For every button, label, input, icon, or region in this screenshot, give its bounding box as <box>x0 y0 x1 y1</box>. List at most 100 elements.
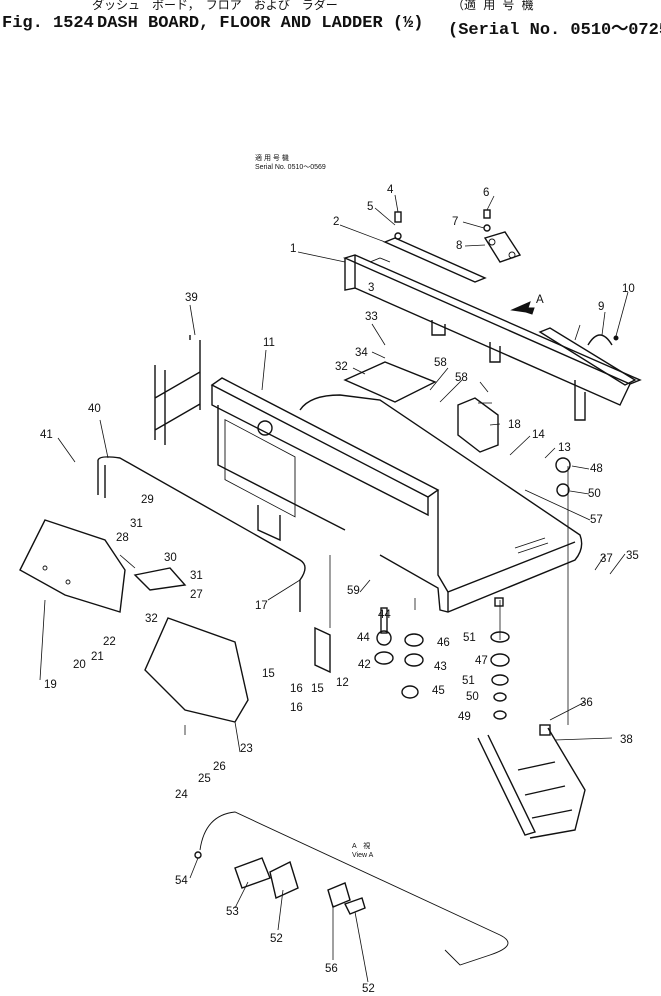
callout-20: 20 <box>73 659 86 671</box>
ladder-40 <box>477 724 586 839</box>
callout-15: 15 <box>262 668 275 680</box>
callout-36: 36 <box>580 697 593 709</box>
figure-number: Fig. 1524 <box>2 14 94 33</box>
callout-40: 40 <box>88 403 101 415</box>
callout-43: 43 <box>434 661 447 673</box>
callout-45: 45 <box>432 685 445 697</box>
callout-54: 54 <box>175 875 188 887</box>
side-cover-21 <box>19 519 126 613</box>
handle-9 <box>587 334 613 346</box>
callout-51: 51 <box>462 675 475 687</box>
callout-4: 4 <box>387 184 394 196</box>
dash-board-panel <box>210 377 440 542</box>
callout-25: 25 <box>198 773 211 785</box>
callout-37: 37 <box>600 553 613 565</box>
callout-39: 39 <box>185 292 198 304</box>
mount-stack-right <box>490 457 571 720</box>
callout-47: 47 <box>475 655 488 667</box>
callout-41: 41 <box>40 429 53 441</box>
callout-16: 16 <box>290 683 303 695</box>
callout-9: 9 <box>598 301 604 313</box>
callout-21: 21 <box>91 651 104 663</box>
rail-2 <box>383 237 487 283</box>
plate-29 <box>133 567 187 591</box>
japanese-serial-heading: （適 用 号 機 <box>452 0 534 13</box>
callout-7: 7 <box>452 216 458 228</box>
callout-26: 26 <box>213 761 226 773</box>
callout-33: 33 <box>365 311 378 323</box>
bracket-plate-6 <box>483 231 522 263</box>
leader-lines <box>39 194 629 983</box>
small-ladder-41 <box>154 335 201 445</box>
callout-3: 3 <box>368 282 374 294</box>
callout-51: 51 <box>463 632 476 644</box>
callout-19: 19 <box>44 679 57 691</box>
callout-15: 15 <box>311 683 324 695</box>
callout-14: 14 <box>532 429 545 441</box>
callout-11: 11 <box>263 337 275 349</box>
callout-32: 32 <box>335 361 348 373</box>
callout-58: 58 <box>455 372 468 384</box>
view-a-arrow <box>510 301 535 315</box>
callout-44: 44 <box>357 632 370 644</box>
callout-29: 29 <box>141 494 154 506</box>
view-heading: A 視 <box>352 841 370 850</box>
view-label: View A <box>352 852 374 859</box>
callout-48: 48 <box>590 463 603 475</box>
callout-28: 28 <box>116 532 129 544</box>
callout-16: 16 <box>290 702 303 714</box>
callout-35: 35 <box>626 550 639 562</box>
callout-52: 52 <box>270 933 283 945</box>
callout-59: 59 <box>347 585 360 597</box>
callout-6: 6 <box>483 187 489 199</box>
callout-13: 13 <box>558 442 571 454</box>
callout-56: 56 <box>325 963 338 975</box>
callout-12: 12 <box>336 677 349 689</box>
callout-58: 58 <box>434 357 447 369</box>
callout-30: 30 <box>164 552 177 564</box>
callout-10: 10 <box>622 283 635 295</box>
callout-27: 27 <box>190 589 203 601</box>
callout-1: 1 <box>290 243 296 255</box>
bracket-12 <box>314 626 331 674</box>
serial-note-heading: 適 用 号 機 <box>255 153 289 162</box>
serial-range: (Serial No. 0510～0725) <box>448 21 661 40</box>
callout-labels: 1234567891011121314151516161718192021222… <box>40 184 639 995</box>
callout-44: 44 <box>378 609 391 621</box>
callout-46: 46 <box>437 637 450 649</box>
side-rail-3 <box>538 327 637 386</box>
callout-38: 38 <box>620 734 633 746</box>
view-a-detail <box>194 811 509 966</box>
callout-8: 8 <box>456 240 462 252</box>
callout-42: 42 <box>358 659 371 671</box>
callout-49: 49 <box>458 711 471 723</box>
callout-24: 24 <box>175 789 188 801</box>
arrow-a-label: A <box>536 294 544 306</box>
callout-53: 53 <box>226 906 239 918</box>
callout-23: 23 <box>240 743 253 755</box>
callout-2: 2 <box>333 216 339 228</box>
box-18 <box>457 397 499 453</box>
mount-stack-center <box>374 607 424 699</box>
callout-31: 31 <box>130 518 143 530</box>
callout-22: 22 <box>103 636 116 648</box>
callout-18: 18 <box>508 419 521 431</box>
cover-plate-34 <box>343 361 437 403</box>
callout-31: 31 <box>190 570 203 582</box>
japanese-title: ダッシュ ボード， フロア および ラダー <box>92 0 338 13</box>
callout-5: 5 <box>367 201 373 213</box>
lower-cover-25 <box>144 617 249 723</box>
upper-rail-bracket <box>342 254 642 421</box>
callout-50: 50 <box>588 488 601 500</box>
callout-17: 17 <box>255 600 268 612</box>
callout-57: 57 <box>590 514 603 526</box>
callout-50: 50 <box>466 691 479 703</box>
serial-note: Serial No. 0510～0569 <box>255 164 326 171</box>
callout-32: 32 <box>145 613 158 625</box>
callout-34: 34 <box>355 347 368 359</box>
figure-title: DASH BOARD, FLOOR AND LADDER (½) <box>97 14 424 33</box>
guard-rail-42 <box>97 456 306 612</box>
floor-plate <box>299 394 583 613</box>
callout-52: 52 <box>362 983 375 995</box>
